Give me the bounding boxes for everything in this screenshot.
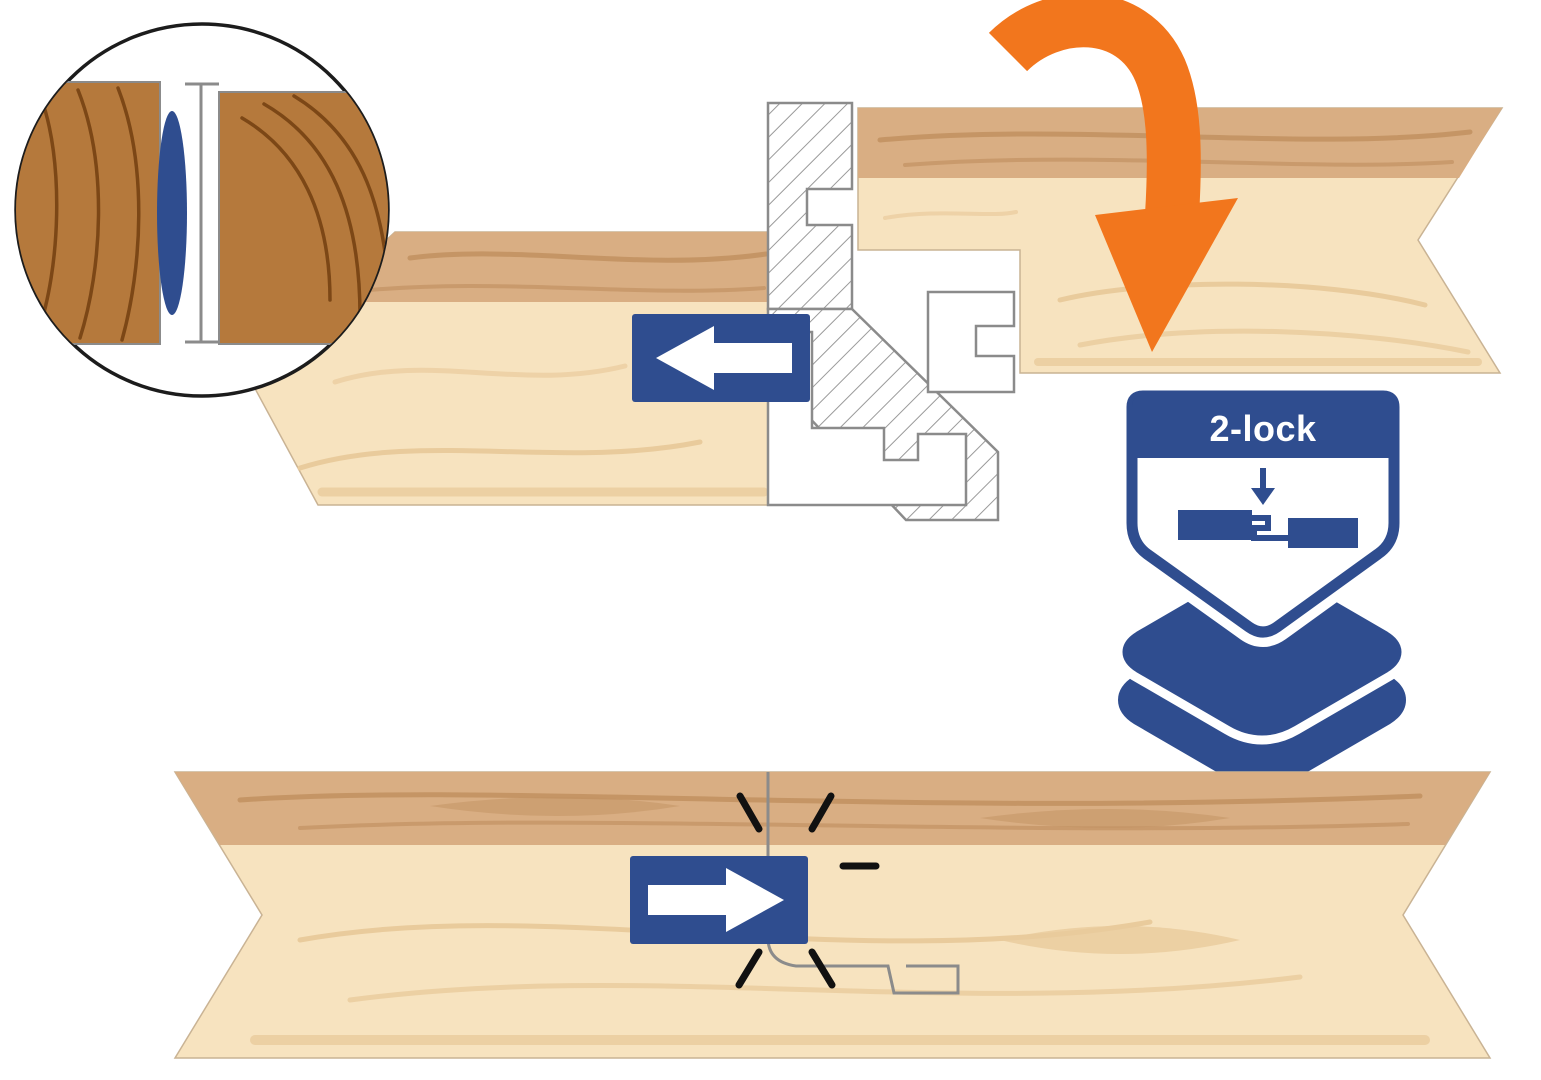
inset-content xyxy=(16,81,388,345)
mini-interlock-step xyxy=(1251,515,1288,541)
rotation-arrow-head xyxy=(1095,198,1238,352)
oak-grain-right xyxy=(240,94,388,332)
wood-grain xyxy=(237,792,1430,1045)
profile-tongue-hatched xyxy=(766,101,854,311)
profile-groove-lip xyxy=(766,330,968,507)
plank-top-layer xyxy=(175,772,1490,845)
rotation-arrow-arc xyxy=(988,0,1201,217)
stacked-panels-icon xyxy=(1113,559,1411,788)
bottom-joined-planks xyxy=(173,771,1492,1059)
magnified-joint-inset xyxy=(14,22,390,398)
mini-down-arrow-head xyxy=(1251,488,1275,505)
joint-profile-line xyxy=(185,82,219,344)
arrow-left-badge xyxy=(632,314,810,402)
panel-front xyxy=(1113,559,1411,745)
oak-grain-left xyxy=(36,86,141,342)
rotation-arrow-icon xyxy=(988,0,1238,352)
lock-mini-diagram xyxy=(1178,468,1358,548)
arrow-right-badge xyxy=(630,856,808,944)
mini-right-panel xyxy=(1288,518,1358,548)
two-lock-badge: 2-lock xyxy=(1113,381,1411,788)
wood-grain xyxy=(297,251,769,497)
mini-left-panel xyxy=(1178,510,1252,540)
arrow-right-icon xyxy=(648,868,784,932)
two-lock-label: 2-lock xyxy=(1209,408,1317,449)
joint-profile xyxy=(766,101,1016,522)
plank-top-layer xyxy=(319,232,768,302)
arrow-left-icon xyxy=(656,326,792,390)
lock-tongue-lens xyxy=(157,111,187,315)
profile-step-white xyxy=(926,290,1016,394)
click-marks xyxy=(735,792,880,989)
shield-header xyxy=(1132,396,1394,458)
upper-left-plank xyxy=(244,231,769,506)
